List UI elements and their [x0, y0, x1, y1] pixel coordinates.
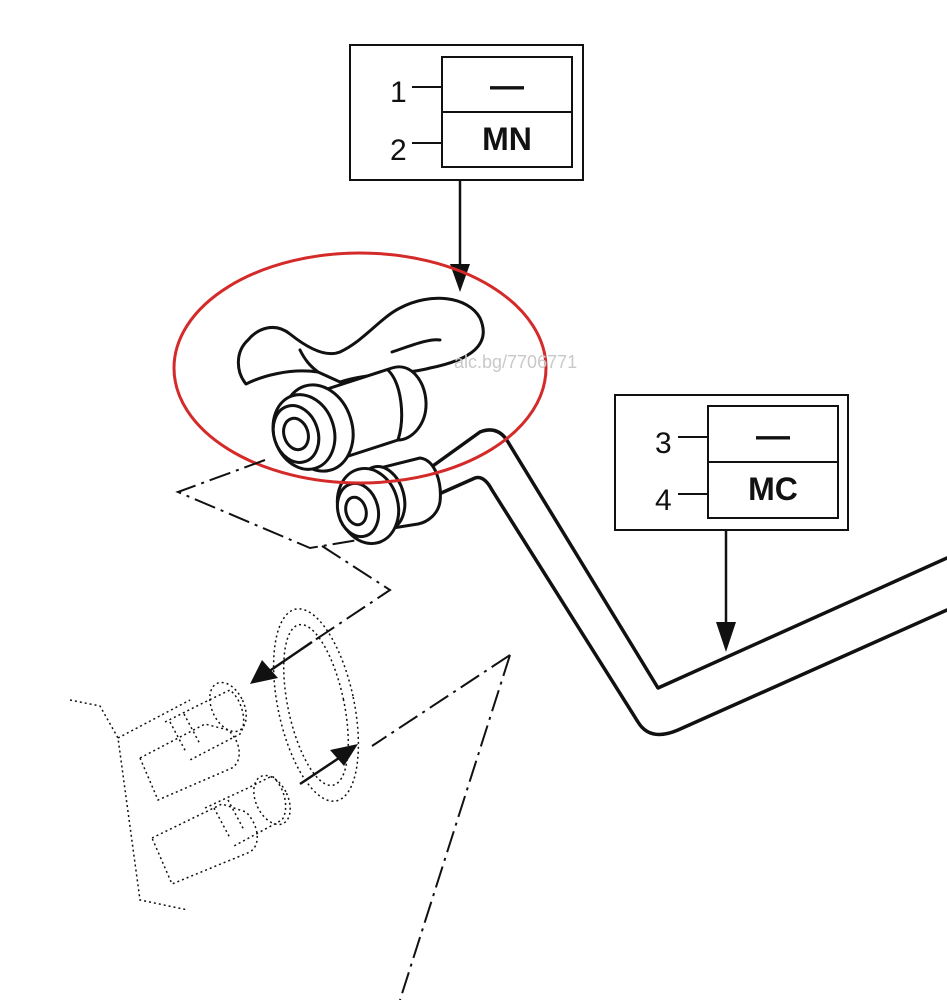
dotted-component [69, 681, 291, 911]
guide-arrows [250, 640, 358, 786]
highlight-ellipse [172, 251, 548, 485]
pipe [428, 428, 947, 737]
lower-connector [335, 456, 442, 546]
callout-2-number: 2 [390, 134, 407, 167]
callout-1-code: — [490, 67, 524, 105]
callout-4-code: MC [748, 471, 798, 507]
bent-fitting [236, 296, 485, 473]
callout-3-number: 3 [655, 427, 672, 460]
callout-top: 1 2 — MN [349, 44, 584, 181]
callout-1-number: 1 [390, 76, 407, 109]
callout-4-number: 4 [655, 484, 672, 517]
callout-right-arrow [716, 530, 736, 652]
dash-dot-guides [175, 459, 511, 1000]
callout-2-code: MN [482, 121, 532, 157]
callout-right: 3 4 — MC [614, 394, 849, 531]
dotted-grommet [272, 608, 360, 802]
watermark-text: alc.bg/7706771 [454, 352, 577, 372]
callout-top-arrow [450, 180, 470, 292]
callout-3-code: — [756, 417, 790, 455]
